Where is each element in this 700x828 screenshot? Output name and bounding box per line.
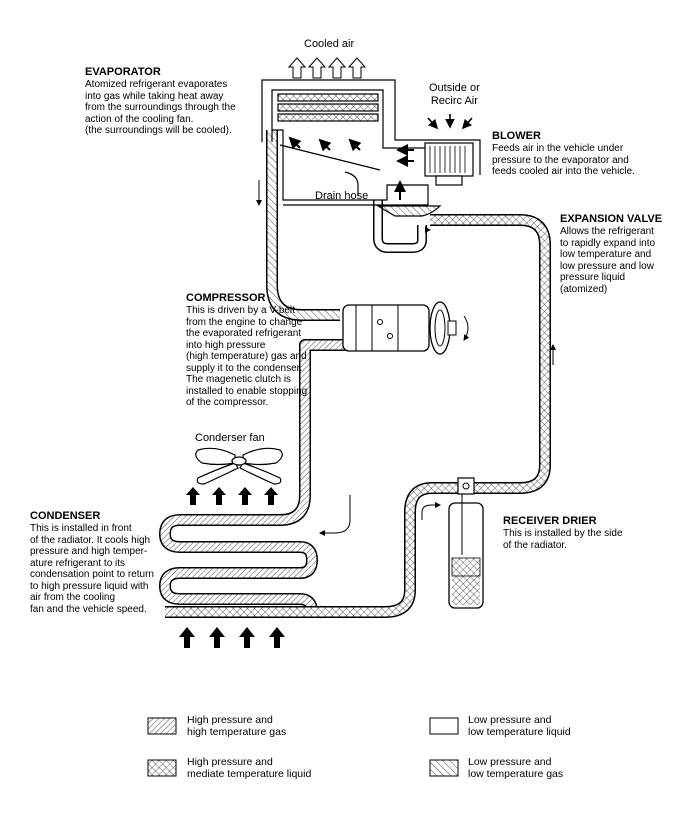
evaporator-inlet-pipe <box>373 200 427 253</box>
receiver-drier-description: RECEIVER DRIER This is installed by the … <box>503 515 623 551</box>
cooled-air-arrows <box>287 57 367 79</box>
vehicle-speed-air-arrows <box>179 627 285 648</box>
discharge-line-pipe <box>180 339 345 526</box>
liquid-line-pipe <box>175 214 551 618</box>
compressor <box>342 301 470 355</box>
condenser-coil <box>159 514 318 618</box>
evaporator-body: Atomized refrigerant evaporates into gas… <box>85 79 236 136</box>
receiver-drier-body: This is installed by the side of the rad… <box>503 528 623 551</box>
condenser-description: CONDENSER This is installed in front of … <box>30 510 154 615</box>
airflow-arrows <box>288 136 414 200</box>
compressor-title: COMPRESSOR <box>186 292 266 304</box>
expansion-valve-description: EXPANSION VALVE Allows the refrigerant t… <box>560 213 662 295</box>
blower-title: BLOWER <box>492 130 541 142</box>
fan-air-arrows <box>186 487 278 505</box>
outside-air-arrows <box>427 114 473 130</box>
legend-text-low-liquid: Low pressure and low temperature liquid <box>468 714 571 738</box>
condenser-fan-label: Conderser fan <box>195 432 265 444</box>
legend-swatch-low-liquid <box>429 717 459 735</box>
legend-swatches <box>147 717 459 777</box>
cooled-air-label: Cooled air <box>304 38 355 50</box>
condenser-body: This is installed in front of the radiat… <box>30 523 154 615</box>
compressor-body: This is driven by a V-belt from the engi… <box>186 305 308 408</box>
receiver-drier <box>448 477 484 609</box>
legend-text-low-gas: Low pressure and low temperature gas <box>468 756 564 780</box>
blower-description: BLOWER Feeds air in the vehicle under pr… <box>492 130 635 178</box>
legend-text-high-liquid: High pressure and mediate temperature li… <box>187 756 312 780</box>
drain-hose <box>344 171 359 196</box>
evaporator-description: EVAPORATOR Atomized refrigerant evaporat… <box>85 66 236 137</box>
condenser-title: CONDENSER <box>30 510 101 522</box>
flow-direction-arrows <box>256 180 556 536</box>
expansion-valve-title: EXPANSION VALVE <box>560 213 663 225</box>
drain-hose-label: Drain hose <box>315 190 369 202</box>
evaporator-title: EVAPORATOR <box>85 66 161 78</box>
blower-body: Feeds air in the vehicle under pressure … <box>492 143 635 177</box>
expansion-valve-body: Allows the refrigerant to rapidly expand… <box>560 226 656 295</box>
compressor-description: COMPRESSOR This is driven by a V-belt fr… <box>186 292 307 409</box>
receiver-drier-title: RECEIVER DRIER <box>503 515 597 527</box>
legend-swatch-high-gas <box>147 717 177 735</box>
evaporator <box>261 79 481 217</box>
outside-air-label: Outside or Recirc Air <box>429 82 480 107</box>
legend-text-high-gas: High pressure and high temperature gas <box>187 714 287 738</box>
legend-swatch-high-liquid <box>147 759 177 777</box>
suction-line-pipe <box>266 130 340 321</box>
blower-fan <box>424 139 476 186</box>
condenser-fan <box>195 447 283 485</box>
legend-swatch-low-gas <box>429 759 459 777</box>
